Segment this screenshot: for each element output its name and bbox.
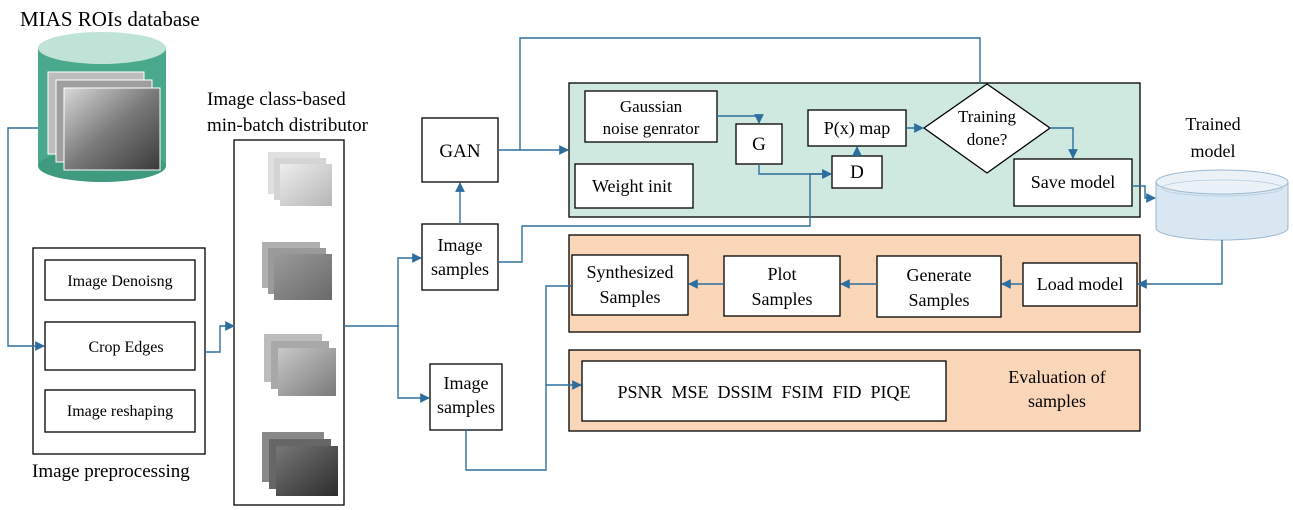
distributor-title-line2: min-batch distributor <box>207 115 369 136</box>
distributor-title-line1: Image class-based <box>207 89 346 110</box>
evaluation-line1: Evaluation of <box>1008 367 1105 387</box>
save-model-label: Save model <box>1031 172 1115 192</box>
plot-line1: Plot <box>767 264 796 284</box>
class-batch-3-image <box>264 334 336 396</box>
gaussian-noise-box <box>584 90 718 143</box>
evaluation-line2: samples <box>1028 391 1086 411</box>
crop-edges-box <box>44 321 196 371</box>
metrics-box <box>581 360 947 422</box>
gan-label: GAN <box>439 141 480 162</box>
decision-to-save-arrow <box>1050 127 1078 159</box>
image-samples-top-box <box>421 223 499 291</box>
gaussian-line2: noise genrator <box>603 119 700 138</box>
generator-g-box <box>735 123 783 165</box>
decision-line2: done? <box>967 130 1008 149</box>
image-samples-top-line2: samples <box>431 259 489 279</box>
db-to-crop-arrow <box>7 127 45 351</box>
distributor-to-samples-bottom-arrow <box>397 326 430 403</box>
g-to-d-arrow <box>758 164 832 179</box>
image-samples-top-line1: Image <box>438 235 483 255</box>
trained-model-line1: Trained <box>1185 114 1240 134</box>
image-samples-bottom-box <box>429 363 503 431</box>
generate-samples-box <box>876 255 1002 318</box>
synth-line1: Synthesized <box>587 262 674 282</box>
discriminator-d-label: D <box>850 162 864 183</box>
crop-edges-label: Crop Edges <box>88 339 163 356</box>
database-title: MIAS ROIs database <box>20 7 200 31</box>
px-map-label: P(x) map <box>824 118 891 139</box>
generator-g-label: G <box>752 134 766 155</box>
image-reshaping-label: Image reshaping <box>67 403 173 420</box>
noise-to-g-arrow <box>717 114 764 124</box>
gan-box <box>421 117 499 183</box>
image-samples-bottom-line2: samples <box>437 397 495 417</box>
preprocess-to-distributor-arrow <box>205 321 235 353</box>
connectors <box>7 37 1223 471</box>
class-batch-4-image <box>262 432 338 496</box>
synth-line2: Samples <box>600 287 661 307</box>
trained-to-load-arrow <box>1137 240 1223 289</box>
image-denoising-label: Image Denoisng <box>67 273 172 290</box>
weight-init-box <box>574 163 694 209</box>
class-batch-2-image <box>262 242 332 300</box>
image-reshaping-box <box>44 389 196 433</box>
generate-line2: Samples <box>909 290 970 310</box>
plot-samples-box <box>723 255 841 317</box>
generate-line1: Generate <box>907 265 972 285</box>
preprocessing-title: Image preprocessing <box>32 461 190 482</box>
decision-line1: Training <box>958 107 1016 126</box>
image-samples-bottom-line1: Image <box>444 373 489 393</box>
save-model-box <box>1013 158 1133 207</box>
weight-init-label: Weight init <box>592 176 672 196</box>
trained-model-line2: model <box>1191 141 1236 161</box>
training-done-decision <box>922 83 1052 174</box>
plot-line2: Samples <box>752 289 813 309</box>
database-cylinder <box>38 32 166 182</box>
class-batch-1-image <box>268 152 332 206</box>
save-to-trained-arrow <box>1132 185 1156 203</box>
image-denoising-box <box>44 259 196 301</box>
trained-model-cylinder <box>1155 169 1289 241</box>
load-model-label: Load model <box>1037 274 1123 294</box>
distributor-to-samples-top-arrow <box>344 253 422 327</box>
loop-line <box>519 37 981 150</box>
synthesized-samples-box <box>571 254 689 316</box>
gaussian-line1: Gaussian <box>620 97 683 116</box>
synth-to-samples-line <box>465 285 571 471</box>
mammogram-stack-image <box>47 71 161 171</box>
metrics-label: PSNR MSE DSSIM FSIM FID PIQE <box>617 382 910 402</box>
